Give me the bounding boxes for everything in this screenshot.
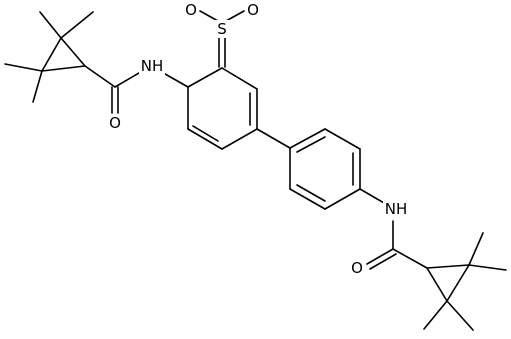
atom-label-background [107, 114, 123, 132]
left-amide-oxygen-label: O [109, 114, 121, 132]
atom-label-background [139, 57, 165, 75]
bond [296, 136, 326, 153]
atom-labels: S O O NH O NH O [107, 1, 409, 277]
sulfonyl-oxygen-1-label: O [185, 1, 197, 19]
bond [256, 128, 291, 149]
bond [41, 65, 86, 72]
bond [426, 264, 470, 269]
bond [187, 128, 223, 150]
bond [60, 11, 94, 39]
bond [426, 267, 448, 302]
sulfur-atom-label: S [217, 20, 227, 38]
bond [446, 264, 470, 302]
bond [192, 125, 219, 142]
atom-label-background [214, 20, 230, 38]
sulfonyl-oxygen-2-label: O [247, 1, 259, 19]
bond [60, 37, 86, 67]
bond [289, 128, 326, 149]
bond [225, 10, 245, 22]
atom-label-background [383, 200, 409, 218]
bond [366, 248, 394, 265]
right-amide-oxygen-label: O [351, 259, 363, 277]
bond [221, 128, 258, 150]
bond [423, 300, 448, 330]
bond [39, 11, 62, 39]
bond [221, 67, 258, 90]
atom-label-background [349, 259, 365, 277]
bond [32, 70, 43, 103]
bond [468, 264, 507, 271]
atom-label-background [245, 1, 261, 18]
left-amide-nitrogen-label: NH [141, 57, 164, 75]
bond [41, 37, 62, 72]
bond-lines [4, 10, 507, 331]
bond [187, 67, 223, 88]
bond [324, 128, 361, 150]
bond [446, 300, 474, 331]
right-amide-nitrogen-label: NH [385, 200, 408, 218]
bond [199, 10, 219, 22]
bond [84, 65, 116, 88]
bond [468, 232, 484, 266]
bond [289, 188, 326, 210]
bond [324, 188, 361, 210]
bond [392, 248, 428, 269]
bond [296, 184, 326, 202]
bond [369, 253, 397, 270]
bond [4, 63, 43, 72]
atom-label-background [183, 1, 199, 18]
